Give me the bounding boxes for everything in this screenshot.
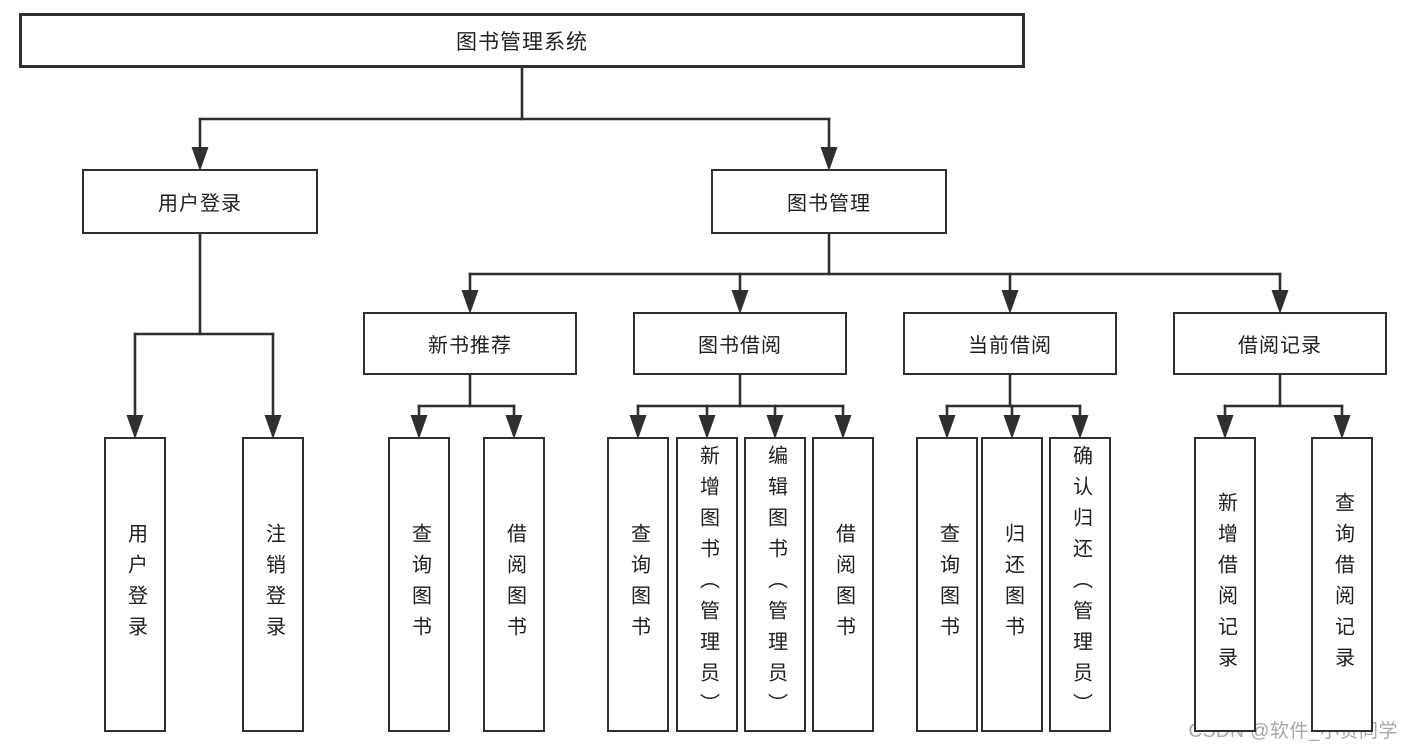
node-add-borrow-record: 新增借阅记录 (1194, 437, 1256, 732)
arrowhead-icon (505, 415, 523, 439)
arrowhead-icon (1333, 415, 1351, 439)
arrowhead-icon (191, 147, 209, 171)
arrowhead-icon (410, 415, 428, 439)
arrowhead-icon (126, 415, 144, 439)
node-book-borrow: 图书借阅 (633, 312, 847, 375)
node-edit-books-admin: 编辑图书（管理员） (744, 437, 806, 732)
arrowhead-icon (629, 415, 647, 439)
edges-from-book-borrow (629, 372, 852, 439)
node-current-borrow: 当前借阅 (903, 312, 1117, 375)
arrowhead-icon (766, 415, 784, 439)
edges-from-root (191, 65, 838, 171)
node-book-mgmt: 图书管理 (711, 169, 947, 234)
arrowhead-icon (1216, 415, 1234, 439)
node-query-borrow-record: 查询借阅记录 (1311, 437, 1373, 732)
arrowhead-icon (834, 415, 852, 439)
node-logout-leaf: 注销登录 (242, 437, 304, 732)
node-borrow-records: 借阅记录 (1173, 312, 1387, 375)
arrowhead-icon (461, 290, 479, 314)
node-query-books-2: 查询图书 (607, 437, 669, 732)
arrowhead-icon (264, 415, 282, 439)
arrowhead-icon (820, 147, 838, 171)
node-query-books-1: 查询图书 (388, 437, 450, 732)
arrowhead-icon (731, 290, 749, 314)
arrowhead-icon (698, 415, 716, 439)
node-confirm-return-admin: 确认归还（管理员） (1049, 437, 1111, 732)
edges-from-book-mgmt (461, 231, 1289, 314)
edges-from-borrow-records (1216, 372, 1351, 439)
node-add-books-admin: 新增图书（管理员） (676, 437, 738, 732)
node-root: 图书管理系统 (19, 13, 1025, 68)
node-borrow-books-2: 借阅图书 (812, 437, 874, 732)
edges-from-user-login (126, 231, 282, 439)
edges-from-new-book-rec (410, 372, 523, 439)
node-borrow-books-1: 借阅图书 (483, 437, 545, 732)
arrowhead-icon (1003, 415, 1021, 439)
arrowhead-icon (1271, 290, 1289, 314)
arrowhead-icon (1071, 415, 1089, 439)
node-user-login: 用户登录 (82, 169, 318, 234)
arrowhead-icon (1001, 290, 1019, 314)
node-new-book-rec: 新书推荐 (363, 312, 577, 375)
node-query-books-3: 查询图书 (916, 437, 978, 732)
node-user-login-leaf: 用户登录 (104, 437, 166, 732)
arrowhead-icon (938, 415, 956, 439)
edges-from-current-borrow (938, 372, 1089, 439)
node-return-books: 归还图书 (981, 437, 1043, 732)
